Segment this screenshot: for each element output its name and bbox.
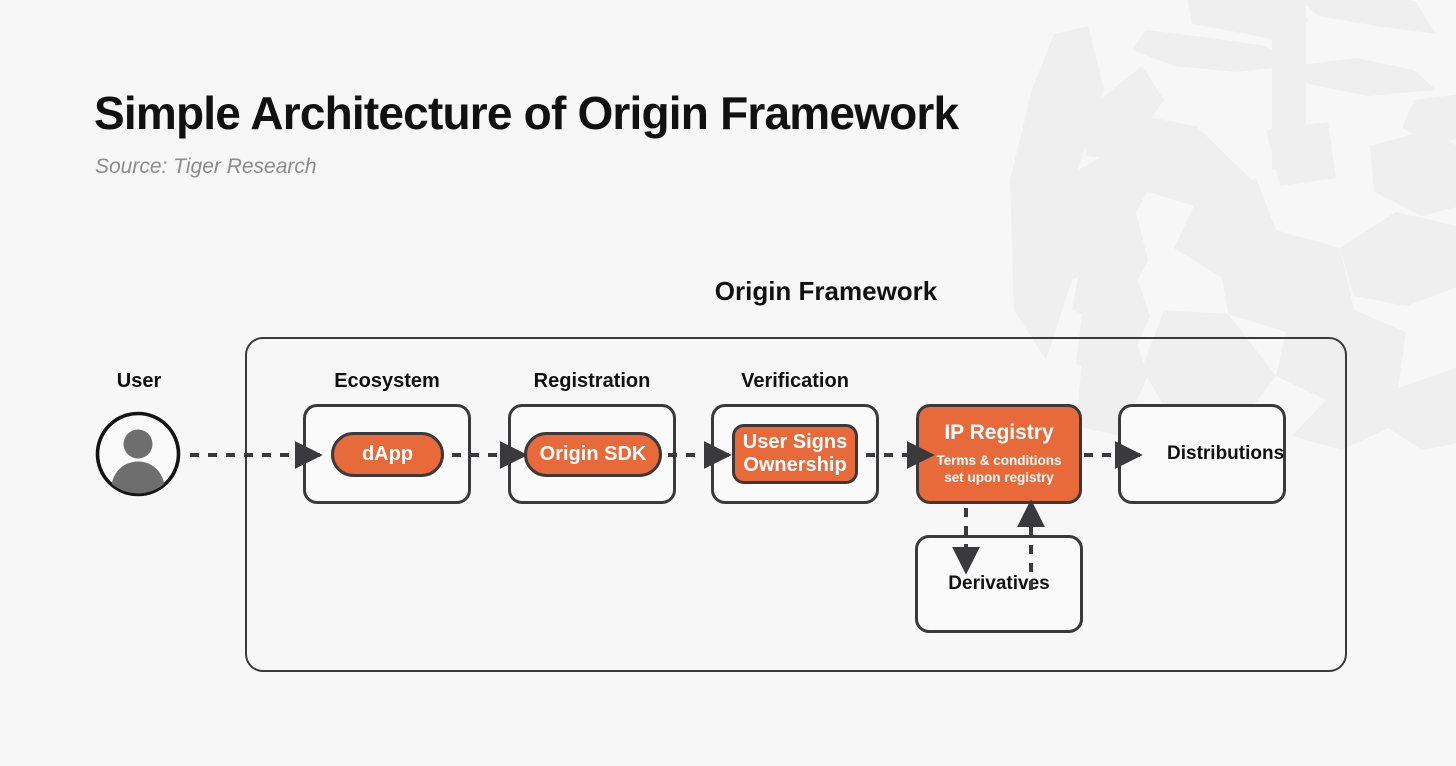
page-source: Source: Tiger Research bbox=[95, 155, 317, 178]
column-label-verification: Verification bbox=[741, 370, 849, 392]
node-ip-registry-label: IP Registry bbox=[944, 421, 1054, 445]
origin-framework-container bbox=[245, 337, 1347, 672]
framework-heading-text: Origin Framework bbox=[714, 276, 938, 306]
user-avatar-icon bbox=[95, 411, 181, 497]
node-dapp-label: dApp bbox=[361, 443, 414, 465]
node-origin-sdk-label: Origin SDK bbox=[539, 443, 647, 465]
node-user-signs-ownership-line2: Ownership bbox=[743, 454, 847, 476]
column-label-registration: Registration bbox=[533, 370, 651, 392]
node-distributions-label: Distributions bbox=[1167, 443, 1285, 464]
node-user-signs-ownership[interactable]: User Signs Ownership bbox=[732, 424, 858, 484]
node-derivatives[interactable]: Derivatives bbox=[915, 535, 1083, 633]
column-label-ecosystem: Ecosystem bbox=[334, 370, 440, 392]
node-user-signs-ownership-line1: User Signs bbox=[742, 431, 848, 453]
node-origin-sdk[interactable]: Origin SDK bbox=[524, 432, 662, 477]
node-dapp[interactable]: dApp bbox=[331, 432, 444, 477]
node-distributions[interactable]: Distributions bbox=[1118, 404, 1286, 504]
page-title: Simple Architecture of Origin Framework bbox=[94, 87, 959, 139]
node-derivatives-label: Derivatives bbox=[948, 573, 1050, 594]
node-ip-registry-sub-line1: Terms & conditions bbox=[936, 452, 1062, 468]
column-label-user: User bbox=[116, 370, 162, 392]
framework-heading: Origin Framework bbox=[0, 276, 1456, 307]
node-ip-registry-sub-line2: set upon registry bbox=[944, 470, 1054, 486]
node-ip-registry[interactable]: IP Registry Terms & conditions set upon … bbox=[916, 404, 1082, 504]
